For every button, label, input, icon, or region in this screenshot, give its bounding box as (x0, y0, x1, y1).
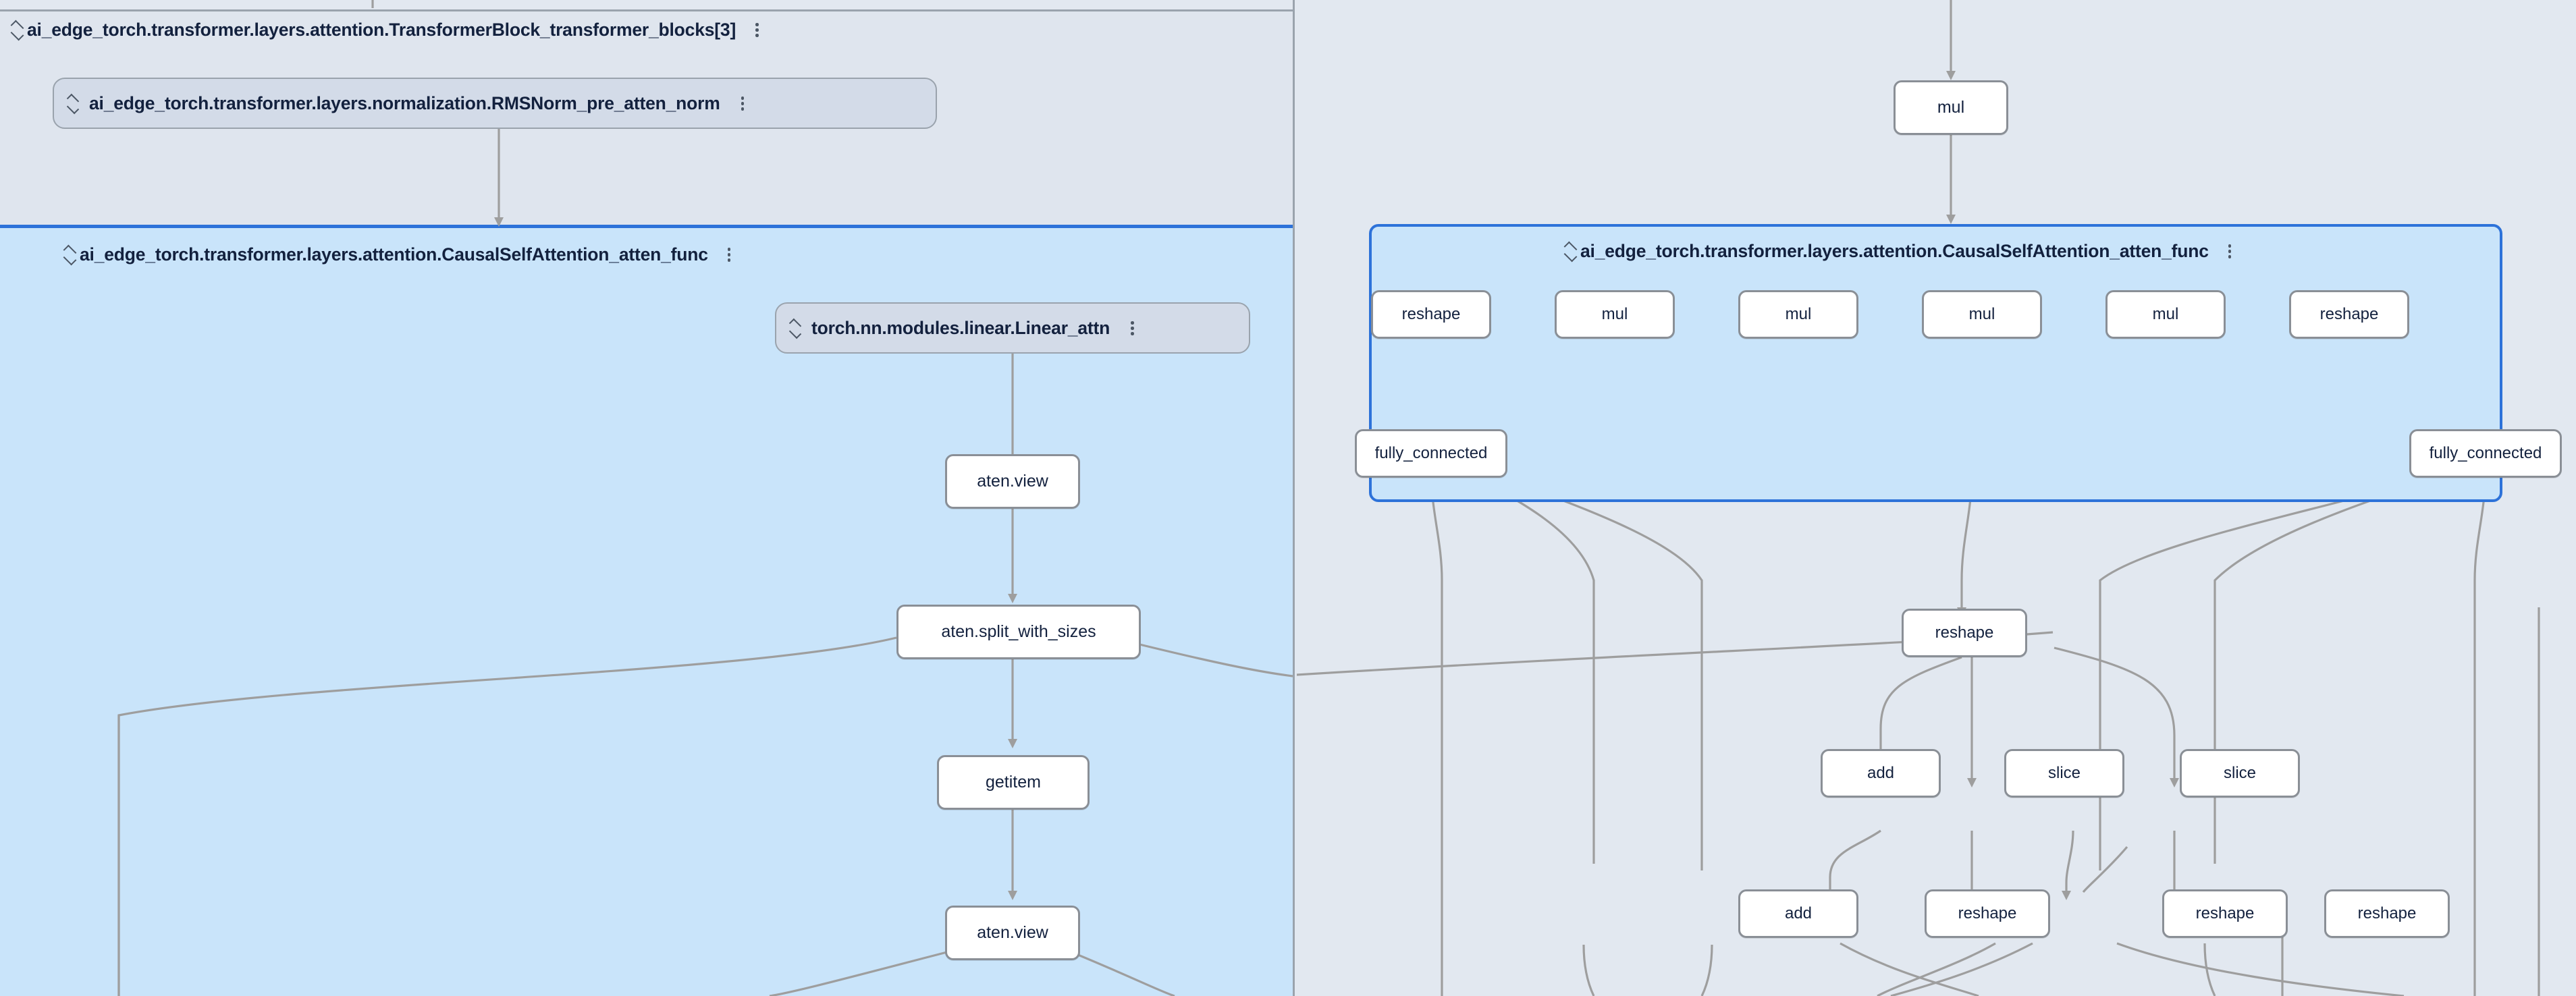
node-label: mul (1968, 305, 1995, 323)
module-pill-linear-attn[interactable]: torch.nn.modules.linear.Linear_attn (775, 302, 1250, 354)
pane-top-divider (0, 9, 1293, 11)
right-graph-pane[interactable]: mul ai_edge_torch.transformer.layers.att… (1297, 0, 2576, 996)
node-label: mul (1937, 98, 1965, 117)
node-label: add (1867, 764, 1895, 782)
left-graph-pane[interactable]: ai_edge_torch.transformer.layers.attenti… (0, 0, 1293, 996)
node-label: slice (2223, 764, 2256, 782)
node-mul-top[interactable]: mul (1894, 80, 2008, 135)
node-reshape-e[interactable]: reshape (2162, 889, 2288, 938)
kebab-menu-icon[interactable] (720, 243, 738, 266)
expand-chevrons-icon[interactable] (784, 316, 805, 340)
node-aten-view-1[interactable]: aten.view (945, 454, 1080, 509)
node-label: reshape (2319, 305, 2379, 323)
collapse-chevrons-icon[interactable] (59, 243, 80, 266)
group-transformer-block-header[interactable]: ai_edge_torch.transformer.layers.attenti… (7, 16, 766, 43)
node-label: reshape (2195, 904, 2255, 922)
module-pill-rmsnorm-title: ai_edge_torch.transformer.layers.normali… (89, 92, 720, 113)
node-aten-split-with-sizes[interactable]: aten.split_with_sizes (896, 605, 1141, 659)
node-mul-3[interactable]: mul (1922, 290, 2042, 339)
group-transformer-block-title: ai_edge_torch.transformer.layers.attenti… (27, 19, 736, 40)
node-slice-2[interactable]: slice (2180, 749, 2300, 798)
kebab-menu-icon[interactable] (734, 92, 751, 115)
node-label: aten.view (977, 923, 1048, 942)
node-label: mul (1785, 305, 1812, 323)
node-label: reshape (2357, 904, 2417, 922)
node-fully-connected-1[interactable]: fully_connected (1355, 429, 1507, 478)
node-label: mul (1601, 305, 1628, 323)
node-fully-connected-2[interactable]: fully_connected (2409, 429, 2562, 478)
node-mul-2[interactable]: mul (1738, 290, 1858, 339)
collapse-chevrons-icon[interactable] (7, 18, 27, 41)
node-label: aten.view (977, 472, 1048, 491)
node-label: fully_connected (1374, 444, 1488, 462)
group-causal-self-attention-right[interactable] (1369, 224, 2502, 502)
kebab-menu-icon[interactable] (2221, 240, 2238, 262)
collapse-chevrons-icon[interactable] (1560, 240, 1580, 262)
group-causal-self-attention-right-title: ai_edge_torch.transformer.layers.attenti… (1580, 240, 2209, 261)
node-reshape-d[interactable]: reshape (1925, 889, 2050, 938)
node-label: getitem (986, 773, 1041, 792)
node-getitem[interactable]: getitem (937, 755, 1090, 810)
node-reshape-b[interactable]: reshape (2289, 290, 2409, 339)
node-reshape-f[interactable]: reshape (2324, 889, 2450, 938)
node-label: reshape (1401, 305, 1461, 323)
node-aten-view-2[interactable]: aten.view (945, 906, 1080, 960)
module-pill-linear-attn-title: torch.nn.modules.linear.Linear_attn (811, 317, 1110, 338)
expand-chevrons-icon[interactable] (62, 91, 82, 115)
node-label: aten.split_with_sizes (941, 622, 1096, 641)
node-mul-4[interactable]: mul (2105, 290, 2226, 339)
node-label: fully_connected (2429, 444, 2542, 462)
module-pill-rmsnorm[interactable]: ai_edge_torch.transformer.layers.normali… (53, 78, 937, 129)
group-causal-self-attention-right-header[interactable]: ai_edge_torch.transformer.layers.attenti… (1560, 238, 2238, 265)
node-label: reshape (1935, 624, 1994, 642)
group-causal-self-attention-left-header[interactable]: ai_edge_torch.transformer.layers.attenti… (59, 241, 738, 268)
node-mul-1[interactable]: mul (1555, 290, 1675, 339)
node-add-2[interactable]: add (1738, 889, 1858, 938)
kebab-menu-icon[interactable] (1123, 316, 1141, 339)
node-reshape-c[interactable]: reshape (1902, 609, 2027, 657)
node-slice-1[interactable]: slice (2004, 749, 2124, 798)
node-label: slice (2047, 764, 2081, 782)
node-reshape-a[interactable]: reshape (1371, 290, 1491, 339)
node-label: add (1784, 904, 1813, 922)
node-add-1[interactable]: add (1821, 749, 1941, 798)
node-label: reshape (1958, 904, 2017, 922)
kebab-menu-icon[interactable] (748, 18, 766, 41)
node-label: mul (2152, 305, 2179, 323)
pane-splitter[interactable] (1293, 0, 1299, 996)
group-causal-self-attention-left-title: ai_edge_torch.transformer.layers.attenti… (80, 244, 708, 265)
